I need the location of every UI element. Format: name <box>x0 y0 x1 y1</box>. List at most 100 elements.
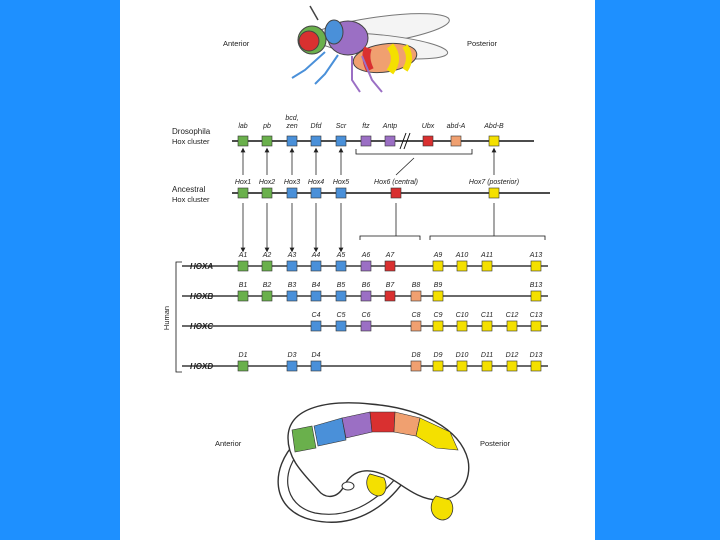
human-cluster-label: HOXD <box>190 362 213 371</box>
ancestral-gene-label: Hox4 <box>308 179 324 186</box>
human-bracket <box>175 261 182 373</box>
human-gene-label: C13 <box>530 312 543 319</box>
human-gene-label: C10 <box>456 312 469 319</box>
human-gene-box <box>432 320 444 332</box>
human-gene-label: A5 <box>336 252 346 259</box>
drosophila-gene-label: lab <box>238 123 247 130</box>
human-gene-label: B7 <box>386 282 396 289</box>
fly-anterior-label: Anterior <box>223 39 250 48</box>
ancestral-gene-box <box>237 187 249 199</box>
fly-posterior-label: Posterior <box>467 39 498 48</box>
homology-line <box>395 157 415 176</box>
ancestral-gene-label: Hox3 <box>284 179 300 186</box>
drosophila-gene-box <box>261 135 273 147</box>
drosophila-gene-label: Ubx <box>422 123 435 130</box>
human-gene-box <box>261 260 273 272</box>
human-gene-box <box>310 360 322 372</box>
human-gene-label: B2 <box>263 282 272 289</box>
human-gene-box <box>456 260 468 272</box>
ancestral-gene-box <box>286 187 298 199</box>
human-gene-box <box>310 260 322 272</box>
human-label: Human <box>162 306 171 330</box>
human-gene-label: B3 <box>288 282 297 289</box>
human-gene-box <box>237 290 249 302</box>
human-gene-label: A10 <box>455 252 469 259</box>
human-gene-box <box>530 290 542 302</box>
human-gene-box <box>481 360 493 372</box>
human-gene-box <box>456 360 468 372</box>
human-gene-label: B8 <box>412 282 421 289</box>
human-gene-label: C6 <box>362 312 371 319</box>
drosophila-gene-label: Abd-B <box>483 123 504 130</box>
human-gene-label: B5 <box>337 282 346 289</box>
human-gene-box <box>286 260 298 272</box>
human-gene-label: D9 <box>434 352 443 359</box>
human-gene-label: D3 <box>288 352 297 359</box>
human-gene-box <box>530 260 542 272</box>
ancestral-title: Ancestral <box>172 185 206 194</box>
human-gene-label: C9 <box>434 312 443 319</box>
embryo-anterior-label: Anterior <box>215 439 242 448</box>
human-gene-box <box>432 290 444 302</box>
drosophila-gene-box <box>286 135 298 147</box>
drosophila-title: Drosophila <box>172 127 211 136</box>
human-gene-label: C5 <box>337 312 346 319</box>
drosophila-gene-label: Antp <box>382 123 398 130</box>
drosophila-gene-label: bcd, <box>285 115 298 122</box>
human-gene-label: D1 <box>239 352 248 359</box>
human-gene-box <box>335 290 347 302</box>
drosophila-gene-box <box>488 135 500 147</box>
human-gene-box <box>530 320 542 332</box>
ancestral-gene-label: Hox7 (posterior) <box>469 179 519 186</box>
ancestral-gene-box <box>488 187 500 199</box>
human-gene-label: A6 <box>361 252 371 259</box>
human-gene-label: B13 <box>530 282 543 289</box>
ancestral-gene-label: Hox2 <box>259 179 275 186</box>
ancestral-gene-box <box>335 187 347 199</box>
central-bracket <box>359 235 421 240</box>
human-gene-label: A11 <box>480 252 493 259</box>
human-gene-box <box>530 360 542 372</box>
human-gene-box <box>481 260 493 272</box>
human-gene-box <box>335 260 347 272</box>
human-gene-box <box>481 320 493 332</box>
ancestral-gene-label: Hox6 (central) <box>374 179 418 186</box>
human-gene-box <box>360 320 372 332</box>
human-gene-label: A2 <box>262 252 272 259</box>
drosophila-gene-box <box>384 135 396 147</box>
drosophila-gene-box <box>335 135 347 147</box>
drosophila-subtitle: Hox cluster <box>172 137 210 146</box>
human-gene-label: A1 <box>238 252 248 259</box>
ancestral-subtitle: Hox cluster <box>172 195 210 204</box>
human-gene-label: D4 <box>312 352 321 359</box>
drosophila-gene-box <box>450 135 462 147</box>
human-gene-box <box>410 290 422 302</box>
chromosome-break-mark <box>399 132 407 150</box>
human-gene-box <box>456 320 468 332</box>
drosophila-gene-label: zen <box>285 123 297 130</box>
drosophila-gene-box <box>422 135 434 147</box>
drosophila-gene-box <box>310 135 322 147</box>
human-gene-label: C12 <box>506 312 519 319</box>
ancestral-gene-box <box>310 187 322 199</box>
human-gene-label: C4 <box>312 312 321 319</box>
drosophila-gene-label: pb <box>262 123 271 130</box>
drosophila-gene-box <box>237 135 249 147</box>
drosophila-gene-label: Dfd <box>311 123 323 130</box>
central-genes-bracket <box>355 149 473 155</box>
human-cluster-label: HOXC <box>190 322 213 331</box>
human-gene-label: D11 <box>481 352 493 359</box>
human-cluster-label: HOXA <box>190 262 213 271</box>
human-gene-box <box>286 290 298 302</box>
drosophila-gene-label: ftz <box>362 123 370 130</box>
human-gene-label: A7 <box>385 252 396 259</box>
ancestral-gene-box <box>390 187 402 199</box>
human-gene-box <box>410 320 422 332</box>
hox-diagram: Anterior Posterior Drosophila Hox cluste… <box>162 5 550 523</box>
human-gene-label: D12 <box>506 352 519 359</box>
drosophila-gene-label: Scr <box>336 123 347 130</box>
human-gene-label: A13 <box>529 252 543 259</box>
human-gene-box <box>335 320 347 332</box>
